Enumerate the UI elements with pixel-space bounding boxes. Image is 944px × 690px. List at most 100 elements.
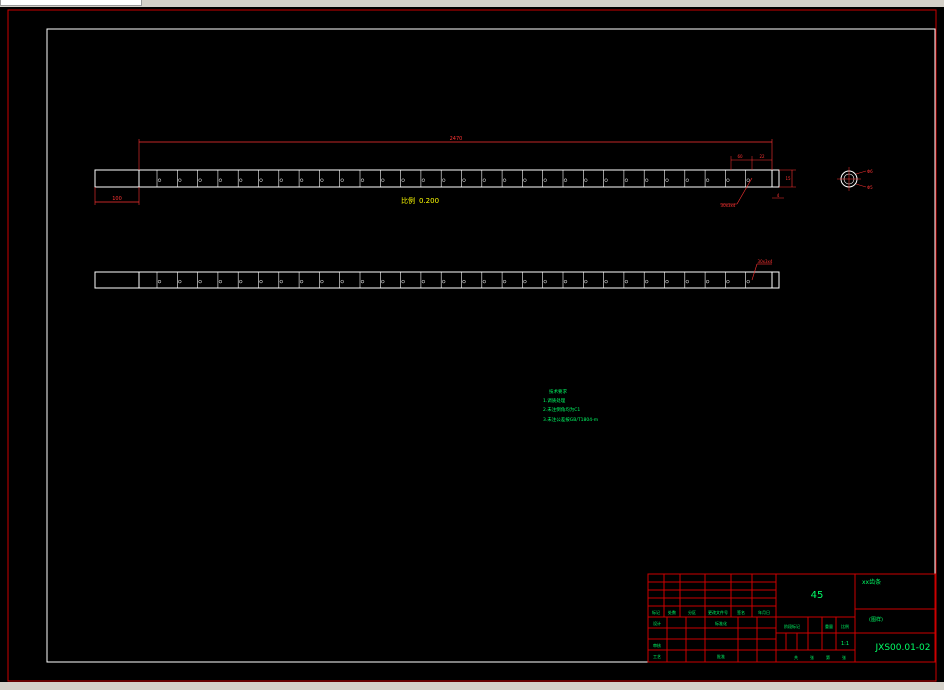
drawing-tab[interactable] [0,0,142,6]
tooth-hole [705,178,710,182]
tech-note-1: 1.调质处理 [543,397,566,404]
tooth-hole [401,279,405,284]
tooth-hole [705,279,710,284]
tooth-hole [523,178,527,182]
tooth-hole [645,178,649,182]
tooth-hole [320,178,324,182]
tooth-hole [462,178,466,182]
tb-sheet-1: 张 [810,654,814,660]
tooth-hole [726,178,730,182]
tooth-hole [442,178,446,182]
outer-frame [7,9,937,682]
tooth-hole [584,279,588,284]
tooth-hole [624,279,629,284]
tooth-hole [543,178,547,182]
rack-top-view [94,271,780,289]
tb-process: 工艺 [653,654,661,659]
title-block [647,573,936,663]
tb-sheet-3: 张 [842,654,846,660]
tooth-hole [645,279,649,284]
tooth-hole [279,178,283,182]
tech-note-2: 2.未注倒角均为C1 [543,406,580,413]
tooth-hole [178,279,182,284]
tooth-hole [665,279,669,284]
hole-callout-bottom: 30x3x4 [751,259,773,281]
tooth-hole [421,178,426,182]
hole-callout-top-text: 30x3x4 [721,203,736,208]
tooth-hole [746,279,750,284]
tb-stage-1: 重量 [825,623,833,629]
dimension-pitch: 60 22 [730,154,772,170]
tooth-hole [523,279,527,284]
tooth-hole [218,178,223,182]
dimension-height: 15 4 [772,169,796,199]
part-name-text: xx齿条 [862,578,881,586]
tb-sheet-2: 第 [826,654,830,660]
dim-total-text: 2470 [450,136,463,142]
tooth-hole [482,279,486,284]
tb-header-5: 年月日 [758,609,770,615]
tb-std: 标准化 [715,620,727,626]
drawing-border [46,28,936,663]
tb-check: 审核 [653,642,661,648]
tooth-hole [624,178,629,182]
tb-header-0: 标记 [652,609,660,615]
window-topbar [0,0,944,7]
tooth-hole [259,279,263,284]
tooth-hole [442,279,446,284]
tb-header-2: 分区 [688,609,696,615]
tech-note-3: 3.未注公差按GB/T1804-m [543,416,598,423]
tooth-hole [563,279,568,284]
dim-height-text: 15 [785,176,791,181]
tooth-hole [726,279,730,284]
tooth-hole [360,178,365,182]
rack-teeth-top [156,170,750,187]
tb-approve: 批准 [717,653,725,659]
technical-notes: 技术要求 1.调质处理 2.未注倒角均为C1 3.未注公差按GB/T1804-m [543,388,598,423]
dim-left-text: 100 [112,196,122,202]
section-dim-a: Φ6 [867,169,873,174]
scale-label: 比例 [401,196,415,205]
tooth-hole [340,279,344,284]
tooth-hole [543,279,547,284]
rack-section-view: Φ6 Φ5 [837,167,873,191]
dim-depth-text: 4 [777,193,780,198]
tooth-hole [279,279,283,284]
tooth-hole [320,279,324,284]
tooth-hole [584,178,588,182]
tooth-hole [239,178,243,182]
tooth-hole [482,178,486,182]
tb-header-1: 处数 [668,609,676,615]
rack-front-view [94,169,780,188]
tooth-hole [381,279,385,284]
tech-note-0: 技术要求 [549,388,567,395]
hole-callout-top: 30x3x4 [720,177,753,208]
window-bottombar [0,682,944,690]
tooth-hole [563,178,568,182]
hole-callout-bottom-text: 30x3x4 [758,259,773,264]
drawing-number-text: JXS00.01-02 [875,643,931,653]
tooth-hole [462,279,466,284]
tooth-hole [218,279,223,284]
tooth-hole [604,178,608,182]
tooth-hole [198,178,202,182]
tooth-hole [502,279,507,284]
tooth-hole [157,178,162,182]
tb-stage-2: 比例 [841,623,849,629]
tooth-hole [746,178,750,182]
tooth-hole [604,279,608,284]
tooth-hole [401,178,405,182]
tooth-hole [299,279,304,284]
tooth-hole [665,178,669,182]
scale-value: 0.200 [419,197,439,205]
dim-pitch-text: 60 [737,154,743,159]
tb-stage-0: 阶段标记 [784,623,800,629]
tb-header-4: 签名 [737,609,745,615]
tb-sheet-0: 共 [794,654,798,660]
tooth-hole [685,279,689,284]
section-dim-b: Φ5 [867,185,873,190]
dimension-total-length: 2470 [138,136,773,170]
tooth-hole [198,279,202,284]
tooth-hole [502,178,507,182]
